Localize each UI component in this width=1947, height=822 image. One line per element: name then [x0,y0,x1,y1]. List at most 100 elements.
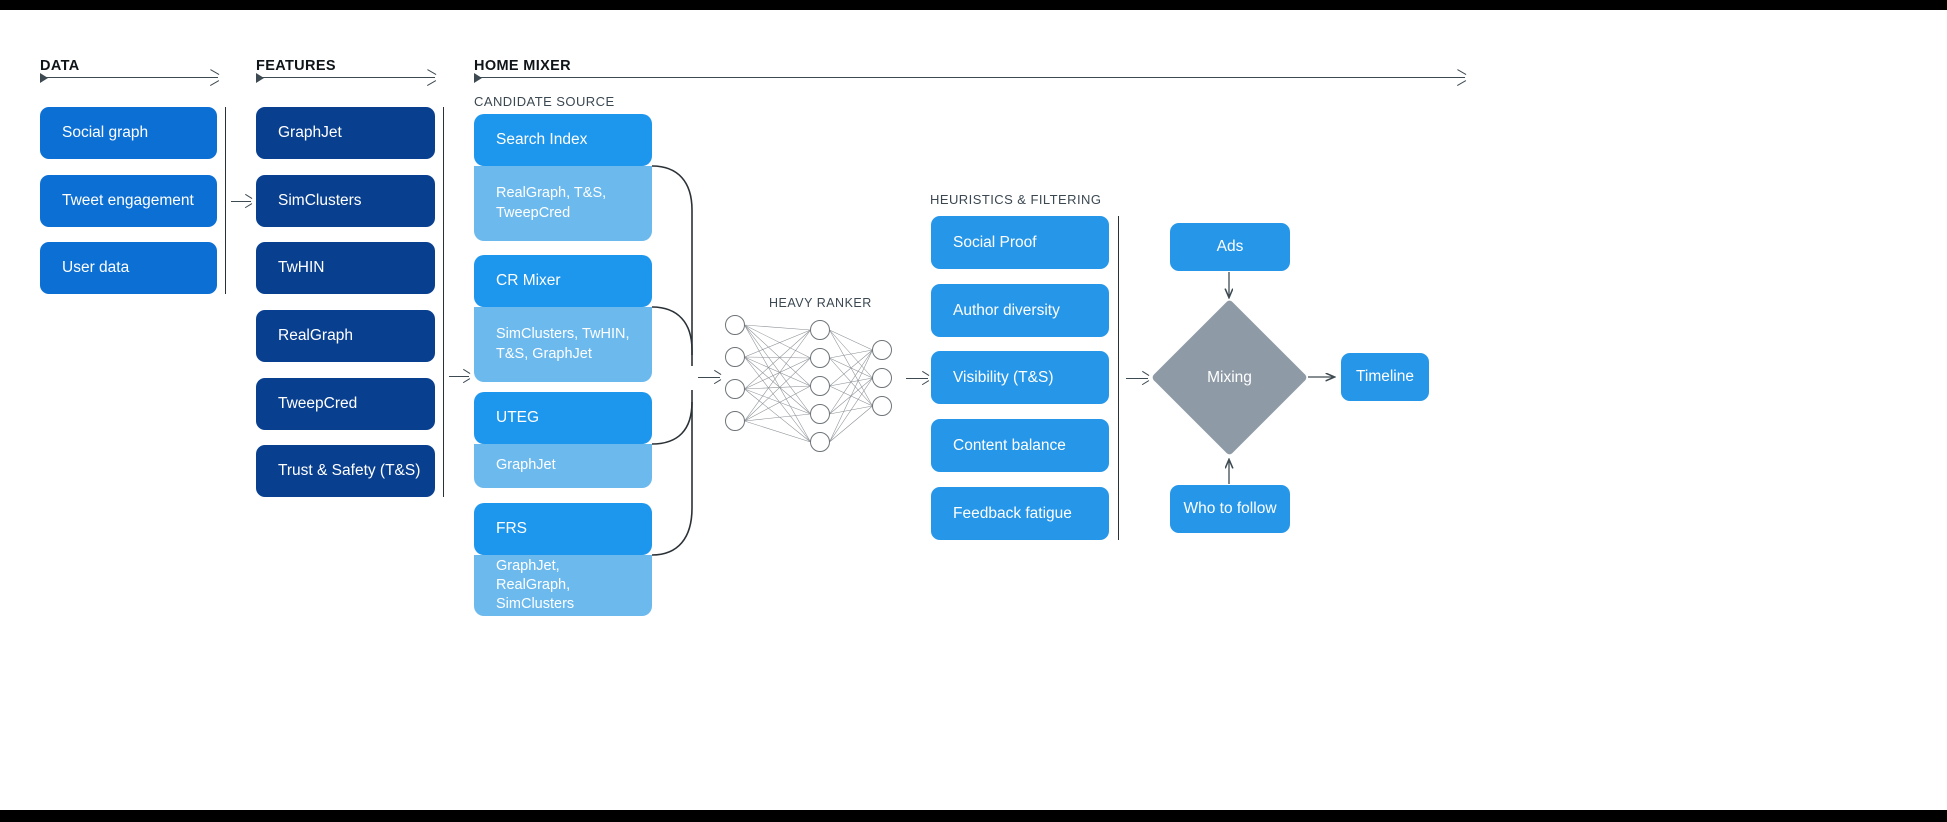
box-timeline[interactable]: Timeline [1341,353,1429,401]
feature-box-twhin[interactable]: TwHIN [256,242,435,294]
data-box-tweet-engagement[interactable]: Tweet engagement [40,175,217,227]
nn-edge [829,349,873,387]
nn-edge [744,357,811,422]
candidate-source-connectors [651,165,693,556]
feature-box-simclusters[interactable]: SimClusters [256,175,435,227]
heuristic-box-author-diversity[interactable]: Author diversity [931,284,1109,337]
heuristic-box-feedback-fatigue[interactable]: Feedback fatigue [931,487,1109,540]
subheader-heuristics: HEURISTICS & FILTERING [930,192,1102,207]
nn-edge [829,329,873,351]
nn-edge [744,329,811,390]
candidate-source-header-uteg[interactable]: UTEG [474,392,652,444]
feature-box-graphjet[interactable]: GraphJet [256,107,435,159]
candidate-source-body-cr-mixer: SimClusters, TwHIN, T&S, GraphJet [474,307,652,382]
axis-start-marker [40,73,48,83]
arrow-line [1126,377,1148,379]
nn-edge [744,385,811,390]
nn-edge [744,357,811,390]
diagram-canvas: DATA FEATURES HOME MIXER CANDIDATE SOURC… [0,10,1947,810]
nn-edge [744,324,811,415]
section-header-features: FEATURES [256,58,336,74]
candidate-source-features: SimClusters, TwHIN, T&S, GraphJet [474,307,652,382]
nn-edge [829,405,873,443]
candidate-source-name: UTEG [474,392,652,444]
candidate-source-features: RealGraph, T&S, TweepCred [474,166,652,241]
nn-edge [744,388,811,443]
nn-node-l0-0 [725,315,745,335]
heuristic-box-content-balance[interactable]: Content balance [931,419,1109,472]
data-box-user-data[interactable]: User data [40,242,217,294]
nn-node-l1-4 [810,432,830,452]
section-header-data: DATA [40,58,80,74]
nn-edge [744,385,811,422]
nn-node-l0-3 [725,411,745,431]
candidate-source-features: GraphJet, RealGraph, SimClusters [474,555,652,616]
nn-edge [744,329,811,422]
nn-node-l0-1 [725,347,745,367]
arrow-line [449,375,469,377]
candidate-source-name: CR Mixer [474,255,652,307]
nn-node-l2-2 [872,396,892,416]
candidate-source-name: Search Index [474,114,652,166]
feature-box-realgraph[interactable]: RealGraph [256,310,435,362]
data-box-social-graph[interactable]: Social graph [40,107,217,159]
arrow-line [906,377,928,379]
nn-edge [744,356,811,415]
arrow-line [698,376,720,378]
mixing-arrows [0,272,1947,484]
axis-line [40,77,218,79]
divider-data-features [225,107,227,294]
nn-edge [744,324,811,359]
feature-box-tweepcred[interactable]: TweepCred [256,378,435,430]
nn-node-l1-3 [810,404,830,424]
axis-start-marker [256,73,264,83]
connector-search-index [651,165,693,355]
arrow-line [231,200,251,202]
candidate-source-header-search-index[interactable]: Search Index [474,114,652,166]
nn-edge [829,349,873,359]
nn-edge [744,420,811,443]
nn-node-l2-1 [872,368,892,388]
arrow-ranker-to-heuristics [906,373,928,383]
nn-edge [744,356,811,443]
connector-frs [651,402,693,556]
axis-line [256,77,435,79]
nn-edge [829,349,873,443]
mixing-label: Mixing [1207,368,1252,386]
candidate-source-header-frs[interactable]: FRS [474,503,652,555]
nn-edge [744,329,811,358]
box-ads[interactable]: Ads [1170,223,1290,271]
axis-line [474,77,1465,79]
axis-home-mixer [474,72,1465,84]
candidate-source-body-uteg: GraphJet [474,444,652,488]
box-who-to-follow[interactable]: Who to follow [1170,485,1290,533]
heavy-ranker-network [725,315,892,452]
nn-edge [744,324,811,443]
feature-box-trust-safety[interactable]: Trust & Safety (T&S) [256,445,435,497]
arrow-heuristics-to-mixing [1126,373,1148,383]
divider-features-home-mixer [443,107,445,497]
axis-features [256,72,435,84]
arrow-candidate-source-to-ranker [698,372,720,382]
candidate-source-header-cr-mixer[interactable]: CR Mixer [474,255,652,307]
nn-edge [744,324,811,387]
arrow-features-to-candidate-source [449,371,469,381]
divider-heuristics-mixing [1118,216,1120,540]
nn-edge [744,356,811,359]
connector-cr-mixer [651,306,693,366]
section-header-home-mixer: HOME MIXER [474,58,571,74]
axis-data [40,72,218,84]
label-heavy-ranker: HEAVY RANKER [769,296,872,310]
candidate-source-body-frs: GraphJet, RealGraph, SimClusters [474,555,652,616]
heuristic-box-visibility[interactable]: Visibility (T&S) [931,351,1109,404]
nn-node-l0-2 [725,379,745,399]
nn-edge [744,413,811,422]
nn-edge [744,388,811,415]
arrow-data-to-features [231,196,251,206]
heuristic-box-social-proof[interactable]: Social Proof [931,216,1109,269]
nn-edge [744,324,811,331]
nn-node-l1-0 [810,320,830,340]
candidate-source-body-search-index: RealGraph, T&S, TweepCred [474,166,652,241]
nn-edge [829,377,873,443]
subheader-candidate-source: CANDIDATE SOURCE [474,94,615,109]
